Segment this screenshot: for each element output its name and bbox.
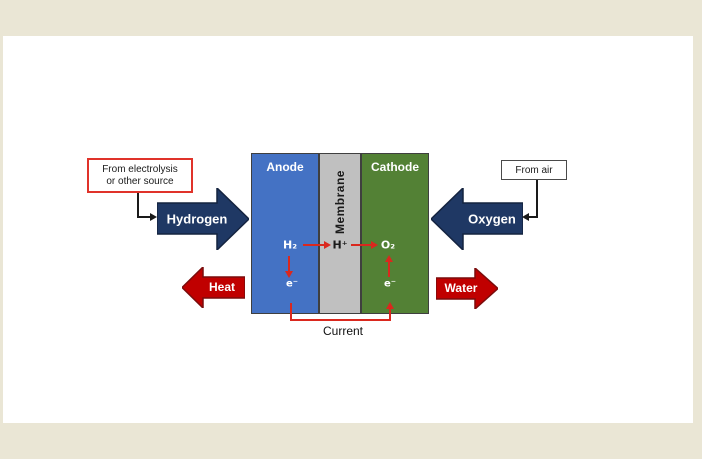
right-block-arrow-icon [156,186,251,252]
from-air-label: From air [515,164,553,176]
right-block-arrow-icon [435,266,500,311]
o2-label: O₂ [380,238,396,252]
electron-right-label: e⁻ [383,278,397,290]
anode-column: Anode [251,153,319,314]
oxygen-arrow: Oxygen [429,186,524,252]
heat-arrow: Heat [180,265,246,310]
left-block-arrow-icon [429,186,524,252]
heat-arrow-label: Heat [208,280,236,294]
air-connector-hline [529,216,538,218]
source-box-line1: From electrolysis [102,163,178,175]
water-arrow: Water [435,266,500,311]
source-connector-hline [137,216,150,218]
from-air-box: From air [501,160,567,180]
oxygen-arrow-label: Oxygen [468,211,516,227]
membrane-column: Membrane [319,153,361,314]
h2-label: H₂ [282,238,298,252]
cathode-column: Cathode [361,153,429,314]
current-arrowhead-up-icon [386,302,394,309]
source-connector-arrowhead-icon [150,213,157,221]
arrowhead-right-icon [371,241,378,249]
hydrogen-arrow: Hydrogen [156,186,251,252]
cathode-label: Cathode [371,160,419,174]
membrane-label: Membrane [333,170,347,235]
electron-left-label: e⁻ [285,278,299,290]
hydrogen-arrow-label: Hydrogen [166,211,228,227]
arrowhead-right-icon [324,241,331,249]
arrowhead-down-icon [285,271,293,278]
anode-label: Anode [266,160,304,174]
left-block-arrow-icon [180,265,246,310]
air-connector-vline [536,180,538,217]
source-connector-vline [137,193,139,217]
source-box: From electrolysis or other source [87,158,193,193]
hplus-label: H⁺ [332,238,348,252]
source-box-line2: or other source [106,175,174,187]
air-connector-arrowhead-icon [522,213,529,221]
current-loop-left [290,303,292,321]
current-loop-right [389,309,391,321]
current-loop-bottom [290,319,391,321]
current-label: Current [322,324,364,338]
water-arrow-label: Water [444,281,478,295]
arrowhead-up-icon [385,255,393,262]
